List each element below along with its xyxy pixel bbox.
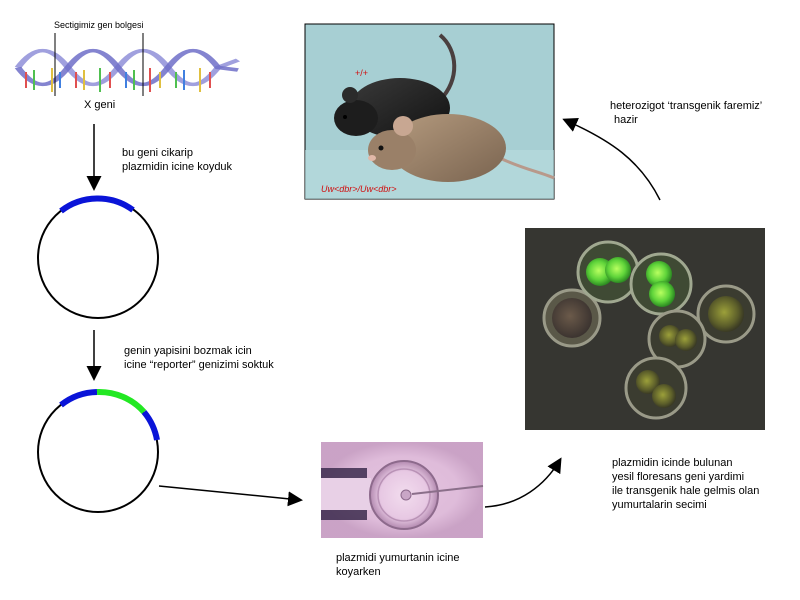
step4-line2: yesil floresans geni yardimi [612, 471, 745, 483]
step2-line2: icine “reporter” genizimi soktuk [124, 359, 274, 371]
step3-line1: plazmidi yumurtanin icine [336, 552, 460, 564]
step1-caption: bu geni cikarip plazmidin icine koyduk [122, 146, 232, 174]
step2-line1: genin yapisini bozmak icin [124, 345, 252, 357]
gene-region-label: Sectigimiz gen bolgesi [54, 20, 144, 30]
step1-line2: plazmidin icine koyduk [122, 161, 233, 173]
fluorescent-eggs-photo [525, 228, 765, 430]
step5-caption: heterozigot ‘transgenik faremiz’ hazir [610, 99, 762, 127]
genotype-label: Uw<dbr>/Uw<dbr> [321, 184, 397, 194]
step3-caption: plazmidi yumurtanin icine koyarken [336, 551, 460, 579]
step2-caption: genin yapisini bozmak icin icine “report… [124, 344, 274, 372]
step5-line1: heterozigot ‘transgenik faremiz’ [610, 100, 763, 112]
plasmid-with-reporter-icon [37, 388, 160, 513]
step3-line2: koyarken [336, 566, 381, 578]
step4-line1: plazmidin icinde bulunan [612, 457, 733, 469]
step5-line2: hazir [614, 114, 638, 126]
dna-helix-icon [14, 33, 241, 96]
step1-line1: bu geni cikarip [122, 147, 193, 159]
step4-line3: ile transgenik hale gelmis olan [612, 485, 760, 497]
wild-type-label: +/+ [355, 68, 369, 78]
plasmid-with-gene-icon [37, 195, 159, 319]
arrow-step4 [484, 457, 562, 508]
transgenic-mouse-photo [304, 23, 555, 200]
step4-caption: plazmidin icinde bulunan yesil floresans… [612, 456, 759, 512]
egg-injection-photo [321, 442, 484, 538]
arrow-step5 [562, 118, 661, 201]
x-gene-label: X geni [84, 99, 116, 111]
arrow-step3 [158, 485, 303, 507]
step4-line4: yumurtalarin secimi [612, 499, 707, 511]
